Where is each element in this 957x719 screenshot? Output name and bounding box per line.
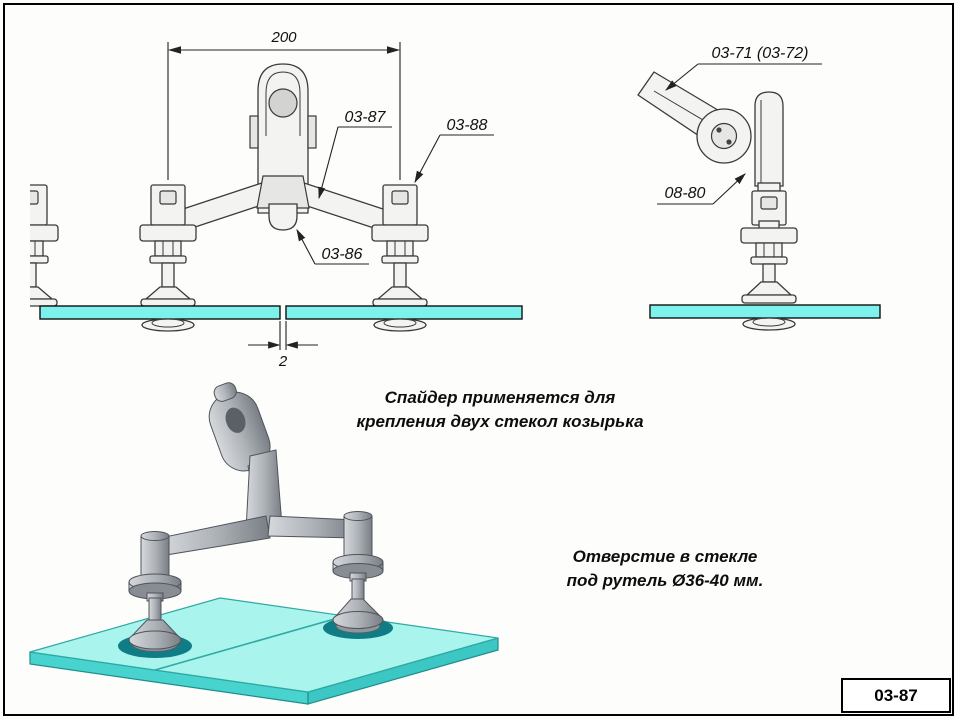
glass-top-face bbox=[29, 597, 499, 693]
routel-side bbox=[740, 182, 798, 304]
title-block: 03-87 bbox=[841, 678, 951, 713]
side-view-drawing: 03-71 (03-72) 08-80 bbox=[637, 45, 881, 331]
glass-panel-side bbox=[649, 304, 881, 319]
label-03-87: 03-87 bbox=[345, 109, 387, 126]
pin-dot-2 bbox=[726, 139, 732, 145]
leader-03-71: 03-71 (03-72) bbox=[665, 45, 822, 91]
routel-right bbox=[371, 184, 429, 307]
iso-glass-slab bbox=[29, 597, 499, 705]
usage-note-line1: Спайдер применяется для bbox=[384, 388, 616, 407]
label-03-71: 03-71 (03-72) bbox=[712, 45, 809, 62]
iso-routel-right bbox=[332, 511, 384, 629]
label-03-88: 03-88 bbox=[447, 117, 488, 134]
label-03-86: 03-86 bbox=[322, 246, 363, 263]
spider-center-body bbox=[256, 175, 310, 209]
dimension-gap-2: 2 bbox=[248, 321, 318, 368]
usage-note-line2: крепления двух стекол козырька bbox=[356, 412, 644, 431]
clevis-pin-hole bbox=[268, 88, 298, 118]
leader-08-80: 08-80 bbox=[657, 173, 746, 205]
clevis-bar-side bbox=[754, 91, 784, 187]
clevis-tab-right bbox=[307, 115, 317, 149]
pin-dot-1 bbox=[716, 127, 722, 133]
iso-arm-right bbox=[267, 515, 357, 539]
iso-spider bbox=[128, 382, 384, 650]
iso-arm-left bbox=[159, 515, 271, 557]
front-view-drawing: 200 bbox=[30, 29, 523, 368]
clevis-inner-contour bbox=[265, 71, 301, 136]
dimension-200-value: 200 bbox=[270, 29, 297, 46]
usage-note: Спайдер применяется для крепления двух с… bbox=[340, 386, 660, 434]
hole-note-line2: под рутель Ø36-40 мм. bbox=[566, 571, 764, 590]
dimension-gap-value: 2 bbox=[278, 353, 288, 368]
glass-panel-left bbox=[39, 305, 281, 320]
leader-03-87: 03-87 bbox=[318, 109, 392, 200]
routel-left bbox=[139, 184, 197, 307]
glass-panel-right bbox=[285, 305, 523, 320]
hole-note-line1: Отверстие в стекле bbox=[572, 547, 758, 566]
hole-note: Отверстие в стекле под рутель Ø36-40 мм. bbox=[540, 545, 790, 593]
under-glass-disc-side bbox=[742, 317, 796, 331]
routel-template bbox=[30, 184, 59, 307]
glass-panel-divider bbox=[154, 615, 346, 671]
spider-center-cap bbox=[268, 203, 298, 231]
under-glass-discs bbox=[141, 318, 427, 332]
leader-03-86: 03-86 bbox=[296, 228, 369, 265]
leader-03-88: 03-88 bbox=[414, 117, 494, 184]
dimension-200: 200 bbox=[167, 29, 401, 180]
iso-clevis-hole bbox=[225, 407, 246, 433]
pin-boss bbox=[696, 108, 752, 164]
dim-arrow-left bbox=[168, 46, 181, 54]
iso-routel-left bbox=[128, 531, 182, 650]
clevis-tab-left bbox=[249, 115, 259, 149]
label-08-80: 08-80 bbox=[665, 185, 706, 202]
dim-arrow-right bbox=[387, 46, 400, 54]
iso-clevis bbox=[208, 382, 271, 472]
iso-view-drawing bbox=[29, 382, 499, 705]
title-block-code: 03-87 bbox=[874, 685, 918, 705]
